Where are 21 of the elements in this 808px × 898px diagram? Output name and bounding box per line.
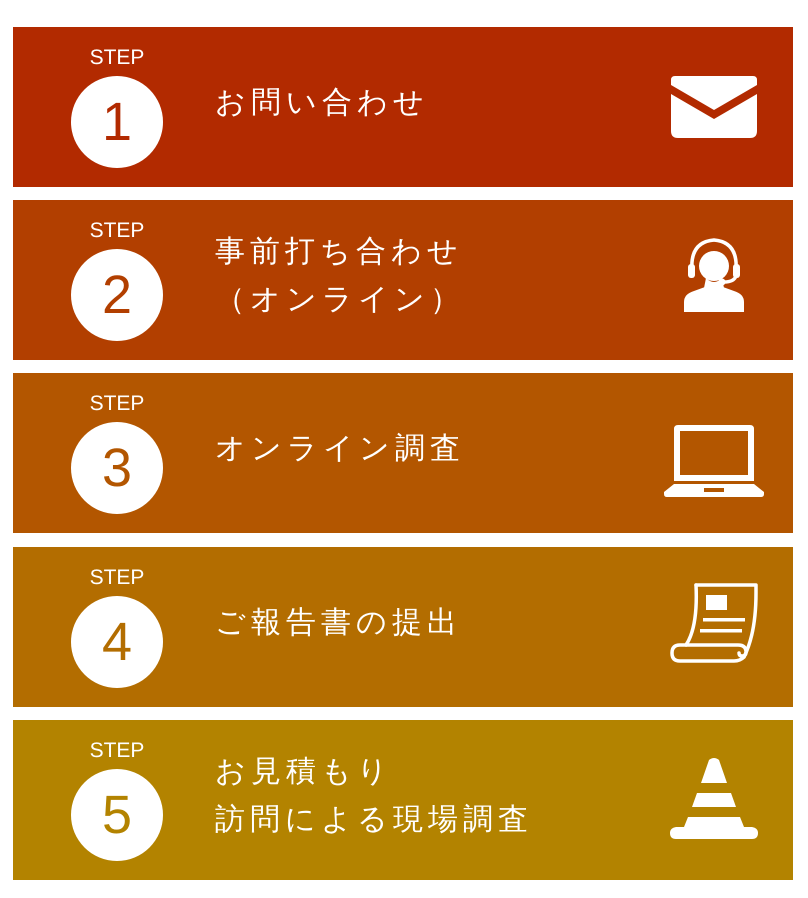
step-band xyxy=(13,547,793,707)
step-label: STEP xyxy=(90,739,144,763)
step-band xyxy=(13,720,793,880)
step-title: オンライン調査 xyxy=(215,431,465,467)
step-label: STEP xyxy=(90,219,144,243)
step-title: 訪問による現場調査 xyxy=(215,802,533,838)
step-title: ご報告書の提出 xyxy=(215,605,462,641)
step-title: 事前打ち合わせ（オンライン） xyxy=(215,234,466,318)
step-title: お問い合わせ xyxy=(215,85,429,121)
step-band xyxy=(13,373,793,533)
step-label: STEP xyxy=(90,46,144,70)
step-label: STEP xyxy=(90,392,144,416)
step-title: お見積もり xyxy=(215,754,393,790)
step-number-circle: 1 xyxy=(71,76,163,168)
step-band xyxy=(13,27,793,187)
step-number-circle: 4 xyxy=(71,596,163,688)
step-number-circle: 2 xyxy=(71,249,163,341)
step-band xyxy=(13,200,793,360)
step-label: STEP xyxy=(90,566,144,590)
step-number-circle: 5 xyxy=(71,769,163,861)
step-number-circle: 3 xyxy=(71,422,163,514)
